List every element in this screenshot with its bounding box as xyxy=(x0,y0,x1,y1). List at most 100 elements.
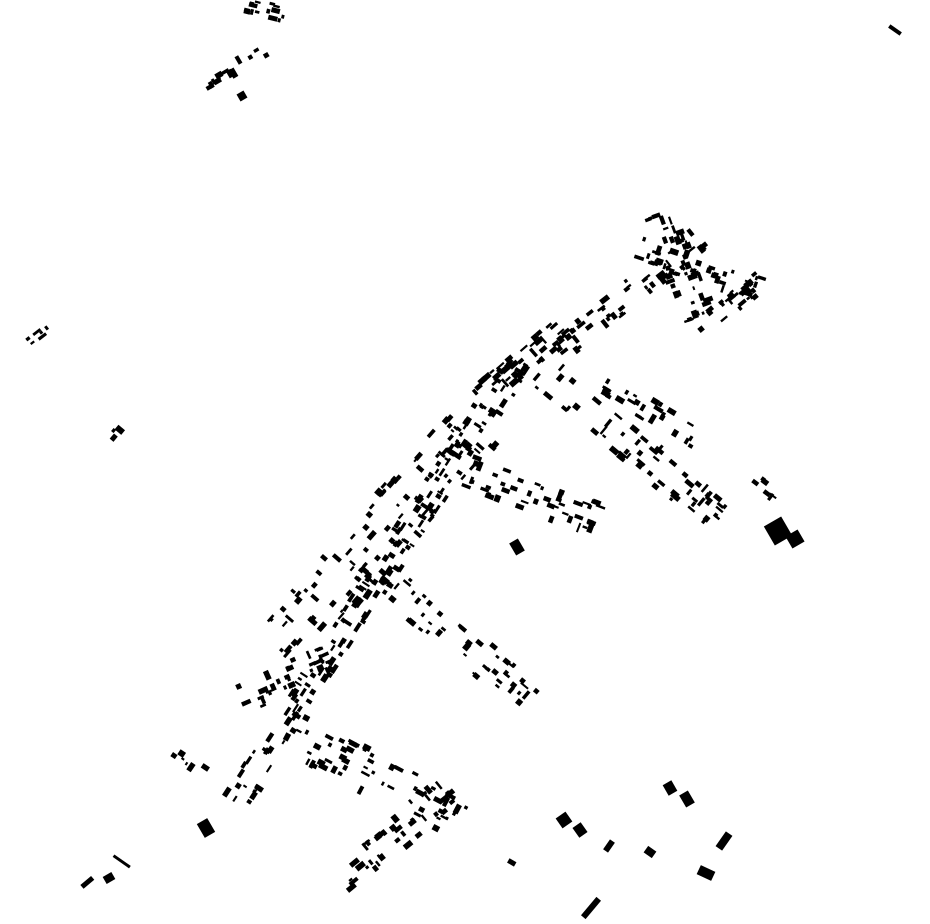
building xyxy=(707,265,716,271)
building xyxy=(318,654,325,665)
building xyxy=(345,745,355,754)
building xyxy=(576,320,586,330)
building xyxy=(372,589,381,599)
building xyxy=(341,756,351,765)
building xyxy=(763,516,793,546)
building xyxy=(580,896,602,920)
building xyxy=(400,830,407,838)
building xyxy=(643,284,649,290)
building xyxy=(325,659,332,665)
building xyxy=(441,415,451,425)
building xyxy=(652,455,660,463)
building xyxy=(454,440,461,447)
building xyxy=(273,4,281,9)
building xyxy=(407,522,414,528)
building xyxy=(379,577,388,585)
building xyxy=(510,392,516,398)
building xyxy=(259,703,267,709)
building xyxy=(315,569,323,577)
building xyxy=(737,298,747,308)
building xyxy=(551,339,560,348)
building xyxy=(420,814,428,822)
building xyxy=(235,683,243,690)
building xyxy=(266,614,275,623)
building xyxy=(345,547,353,556)
building xyxy=(362,747,368,753)
building xyxy=(294,590,302,598)
building xyxy=(575,522,582,533)
building xyxy=(283,706,292,717)
building xyxy=(180,757,185,761)
building xyxy=(390,475,400,485)
building xyxy=(409,542,415,548)
building xyxy=(564,332,573,342)
building xyxy=(760,477,770,487)
building xyxy=(327,742,333,748)
building xyxy=(293,595,303,605)
building xyxy=(738,289,745,296)
building xyxy=(692,286,696,291)
building xyxy=(549,321,559,331)
building xyxy=(686,421,695,428)
building xyxy=(481,664,488,670)
building xyxy=(212,76,223,86)
building xyxy=(405,617,411,623)
building xyxy=(225,68,235,79)
building xyxy=(362,523,370,532)
building xyxy=(516,690,522,696)
building xyxy=(440,807,449,816)
building xyxy=(572,345,581,355)
building xyxy=(472,454,483,462)
building xyxy=(478,402,484,408)
building xyxy=(715,831,733,851)
building xyxy=(447,434,454,442)
building xyxy=(397,513,404,520)
building xyxy=(532,498,540,505)
building xyxy=(386,477,397,489)
building xyxy=(560,327,571,337)
building xyxy=(684,240,689,247)
building xyxy=(410,590,416,596)
building xyxy=(417,806,426,814)
building xyxy=(545,322,553,329)
building xyxy=(299,671,308,679)
building xyxy=(623,278,629,284)
building xyxy=(393,582,400,590)
building xyxy=(280,14,285,19)
building xyxy=(475,460,484,472)
building xyxy=(324,757,333,765)
building xyxy=(254,10,260,14)
building xyxy=(420,790,428,798)
building xyxy=(509,484,519,492)
building xyxy=(670,283,676,289)
building xyxy=(291,711,302,720)
building xyxy=(302,714,311,722)
building xyxy=(561,511,569,517)
building xyxy=(519,677,526,685)
building xyxy=(714,275,721,285)
building xyxy=(262,747,269,755)
building xyxy=(679,231,686,242)
building xyxy=(521,690,531,700)
building xyxy=(522,362,529,368)
building xyxy=(662,226,669,231)
building xyxy=(289,656,297,663)
building xyxy=(339,745,349,754)
building xyxy=(653,404,664,414)
building xyxy=(347,592,356,603)
building xyxy=(475,638,484,648)
building xyxy=(296,705,303,713)
building xyxy=(698,241,709,251)
building xyxy=(500,486,511,495)
building xyxy=(177,749,187,758)
building xyxy=(665,259,672,268)
building xyxy=(305,698,313,705)
building xyxy=(433,504,441,515)
building xyxy=(337,770,343,777)
building xyxy=(394,837,401,844)
building xyxy=(720,301,726,307)
building xyxy=(785,529,805,549)
building xyxy=(458,431,464,437)
building xyxy=(500,378,510,388)
building xyxy=(305,758,311,766)
